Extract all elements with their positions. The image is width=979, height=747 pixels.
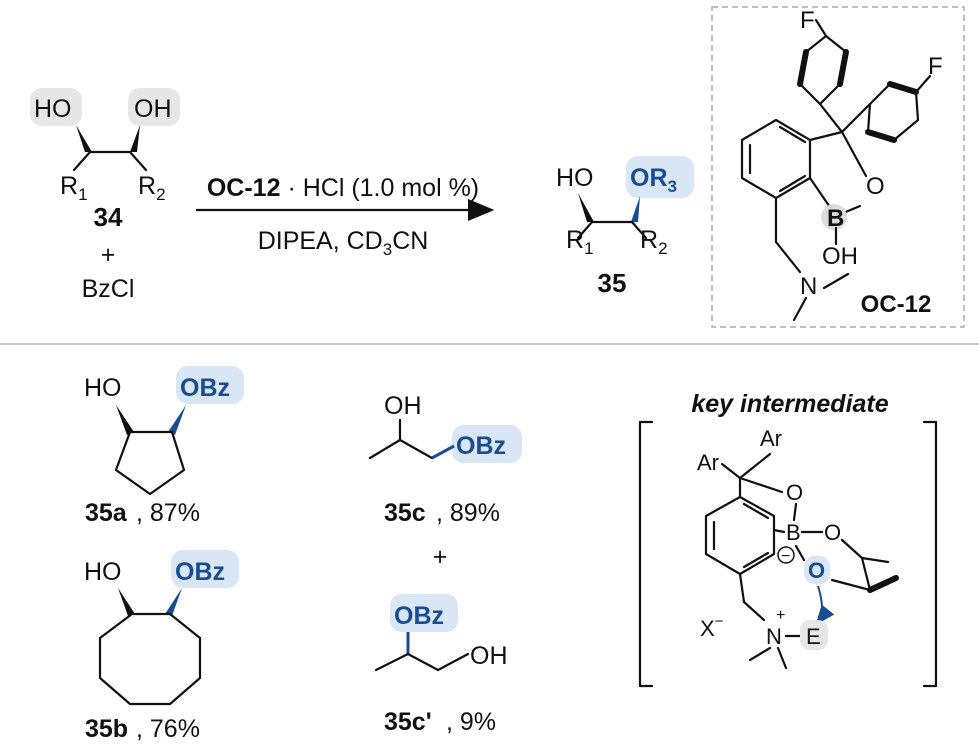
cat-f1: F [800, 7, 815, 34]
cat-b: B [827, 205, 844, 232]
int-e: E [806, 624, 821, 649]
catalyst-oc12-structure: O B OH N F F OC-12 [711, 6, 965, 328]
prod-label: 35 [598, 268, 627, 298]
int-b-charge: − [781, 548, 790, 565]
catalyst-conditions: OC-12 · HCl (1.0 mol %) [207, 174, 479, 202]
reagent-bzcl: BzCl [82, 275, 135, 303]
int-o2: O [824, 520, 841, 545]
int-n: N [766, 624, 782, 649]
svg-text:R1: R1 [60, 172, 88, 204]
base-solvent: DIPEA, CD3CN [258, 227, 429, 259]
prod-ho: HO [556, 164, 594, 192]
a-ho: HO [84, 374, 122, 402]
prod-r1: R [566, 226, 584, 254]
int-n-charge: + [776, 607, 785, 624]
b-obz: OBz [175, 558, 225, 586]
catalyst-name: OC-12 [207, 174, 281, 202]
cat-o: O [866, 173, 885, 200]
int-ar2: Ar [760, 426, 782, 451]
c-obz: OBz [456, 432, 506, 460]
cp-yield: , 9% [446, 708, 496, 736]
int-x-charge: − [715, 613, 724, 630]
cp-oh: OH [470, 642, 508, 670]
a-label: 35a [85, 499, 128, 527]
cat-label: OC-12 [861, 291, 932, 318]
a-yield: , 87% [136, 499, 200, 527]
catalyst-loading: · HCl (1.0 mol %) [281, 174, 480, 202]
sm-oh: OH [134, 95, 172, 123]
sm-r1: R [60, 172, 78, 200]
intermediate-title: key intermediate [691, 390, 888, 418]
sm-r1-sub: 1 [78, 185, 87, 204]
b-label: 35b [85, 715, 128, 743]
c-plus: + [433, 543, 448, 571]
b-ho: HO [84, 558, 122, 586]
sm-plus: + [101, 241, 116, 269]
int-o3: O [808, 558, 825, 583]
reaction-arrow: OC-12 · HCl (1.0 mol %) DIPEA, CD3CN [196, 174, 495, 259]
sm-r2-sub: 2 [156, 185, 165, 204]
product-35c: OH OBz 35c , 89% + [368, 392, 522, 571]
prod-or-sub: 3 [668, 177, 677, 196]
cat-oh: OH [822, 243, 858, 270]
cp-obz: OBz [394, 602, 444, 630]
sm-r2: R [138, 172, 156, 200]
product-35: HO OR3 R1 R2 35 [556, 156, 694, 298]
int-x: X [700, 616, 715, 641]
prod-r1-sub: 1 [584, 239, 593, 258]
cat-f2: F [928, 53, 943, 80]
prod-r2-sub: 2 [658, 239, 667, 258]
starting-material-34: HO OH R1 R2 34 + BzCl [30, 88, 180, 303]
svg-text:OR3: OR3 [630, 164, 677, 196]
svg-text:R2: R2 [640, 226, 668, 258]
cond-a: DIPEA, CD [258, 227, 383, 255]
cp-label: 35c' [384, 708, 432, 736]
prod-r2: R [640, 226, 658, 254]
c-yield: , 89% [436, 499, 500, 527]
product-35b: HO OBz 35b , 76% [84, 550, 239, 743]
a-obz: OBz [180, 374, 230, 402]
int-b: B [786, 520, 801, 545]
svg-text:R1: R1 [566, 226, 594, 258]
svg-text:X−: X− [700, 613, 724, 641]
prod-or: OR [630, 164, 668, 192]
cat-n: N [800, 273, 817, 300]
b-yield: , 76% [136, 715, 200, 743]
cond-b: CN [392, 227, 428, 255]
sm-label: 34 [94, 202, 123, 232]
c-oh: OH [384, 392, 422, 420]
sm-ho: HO [34, 95, 72, 123]
int-o1: O [786, 480, 803, 505]
product-35c-prime: OBz OH 35c' , 9% [374, 594, 508, 736]
product-35a: HO OBz 35a , 87% [84, 366, 244, 527]
key-intermediate: key intermediate Ar Ar O B − O O X− N + [638, 390, 938, 688]
int-ar1: Ar [697, 450, 719, 475]
svg-text:R2: R2 [138, 172, 166, 204]
cond-sub: 3 [383, 240, 392, 259]
c-label: 35c [384, 499, 426, 527]
